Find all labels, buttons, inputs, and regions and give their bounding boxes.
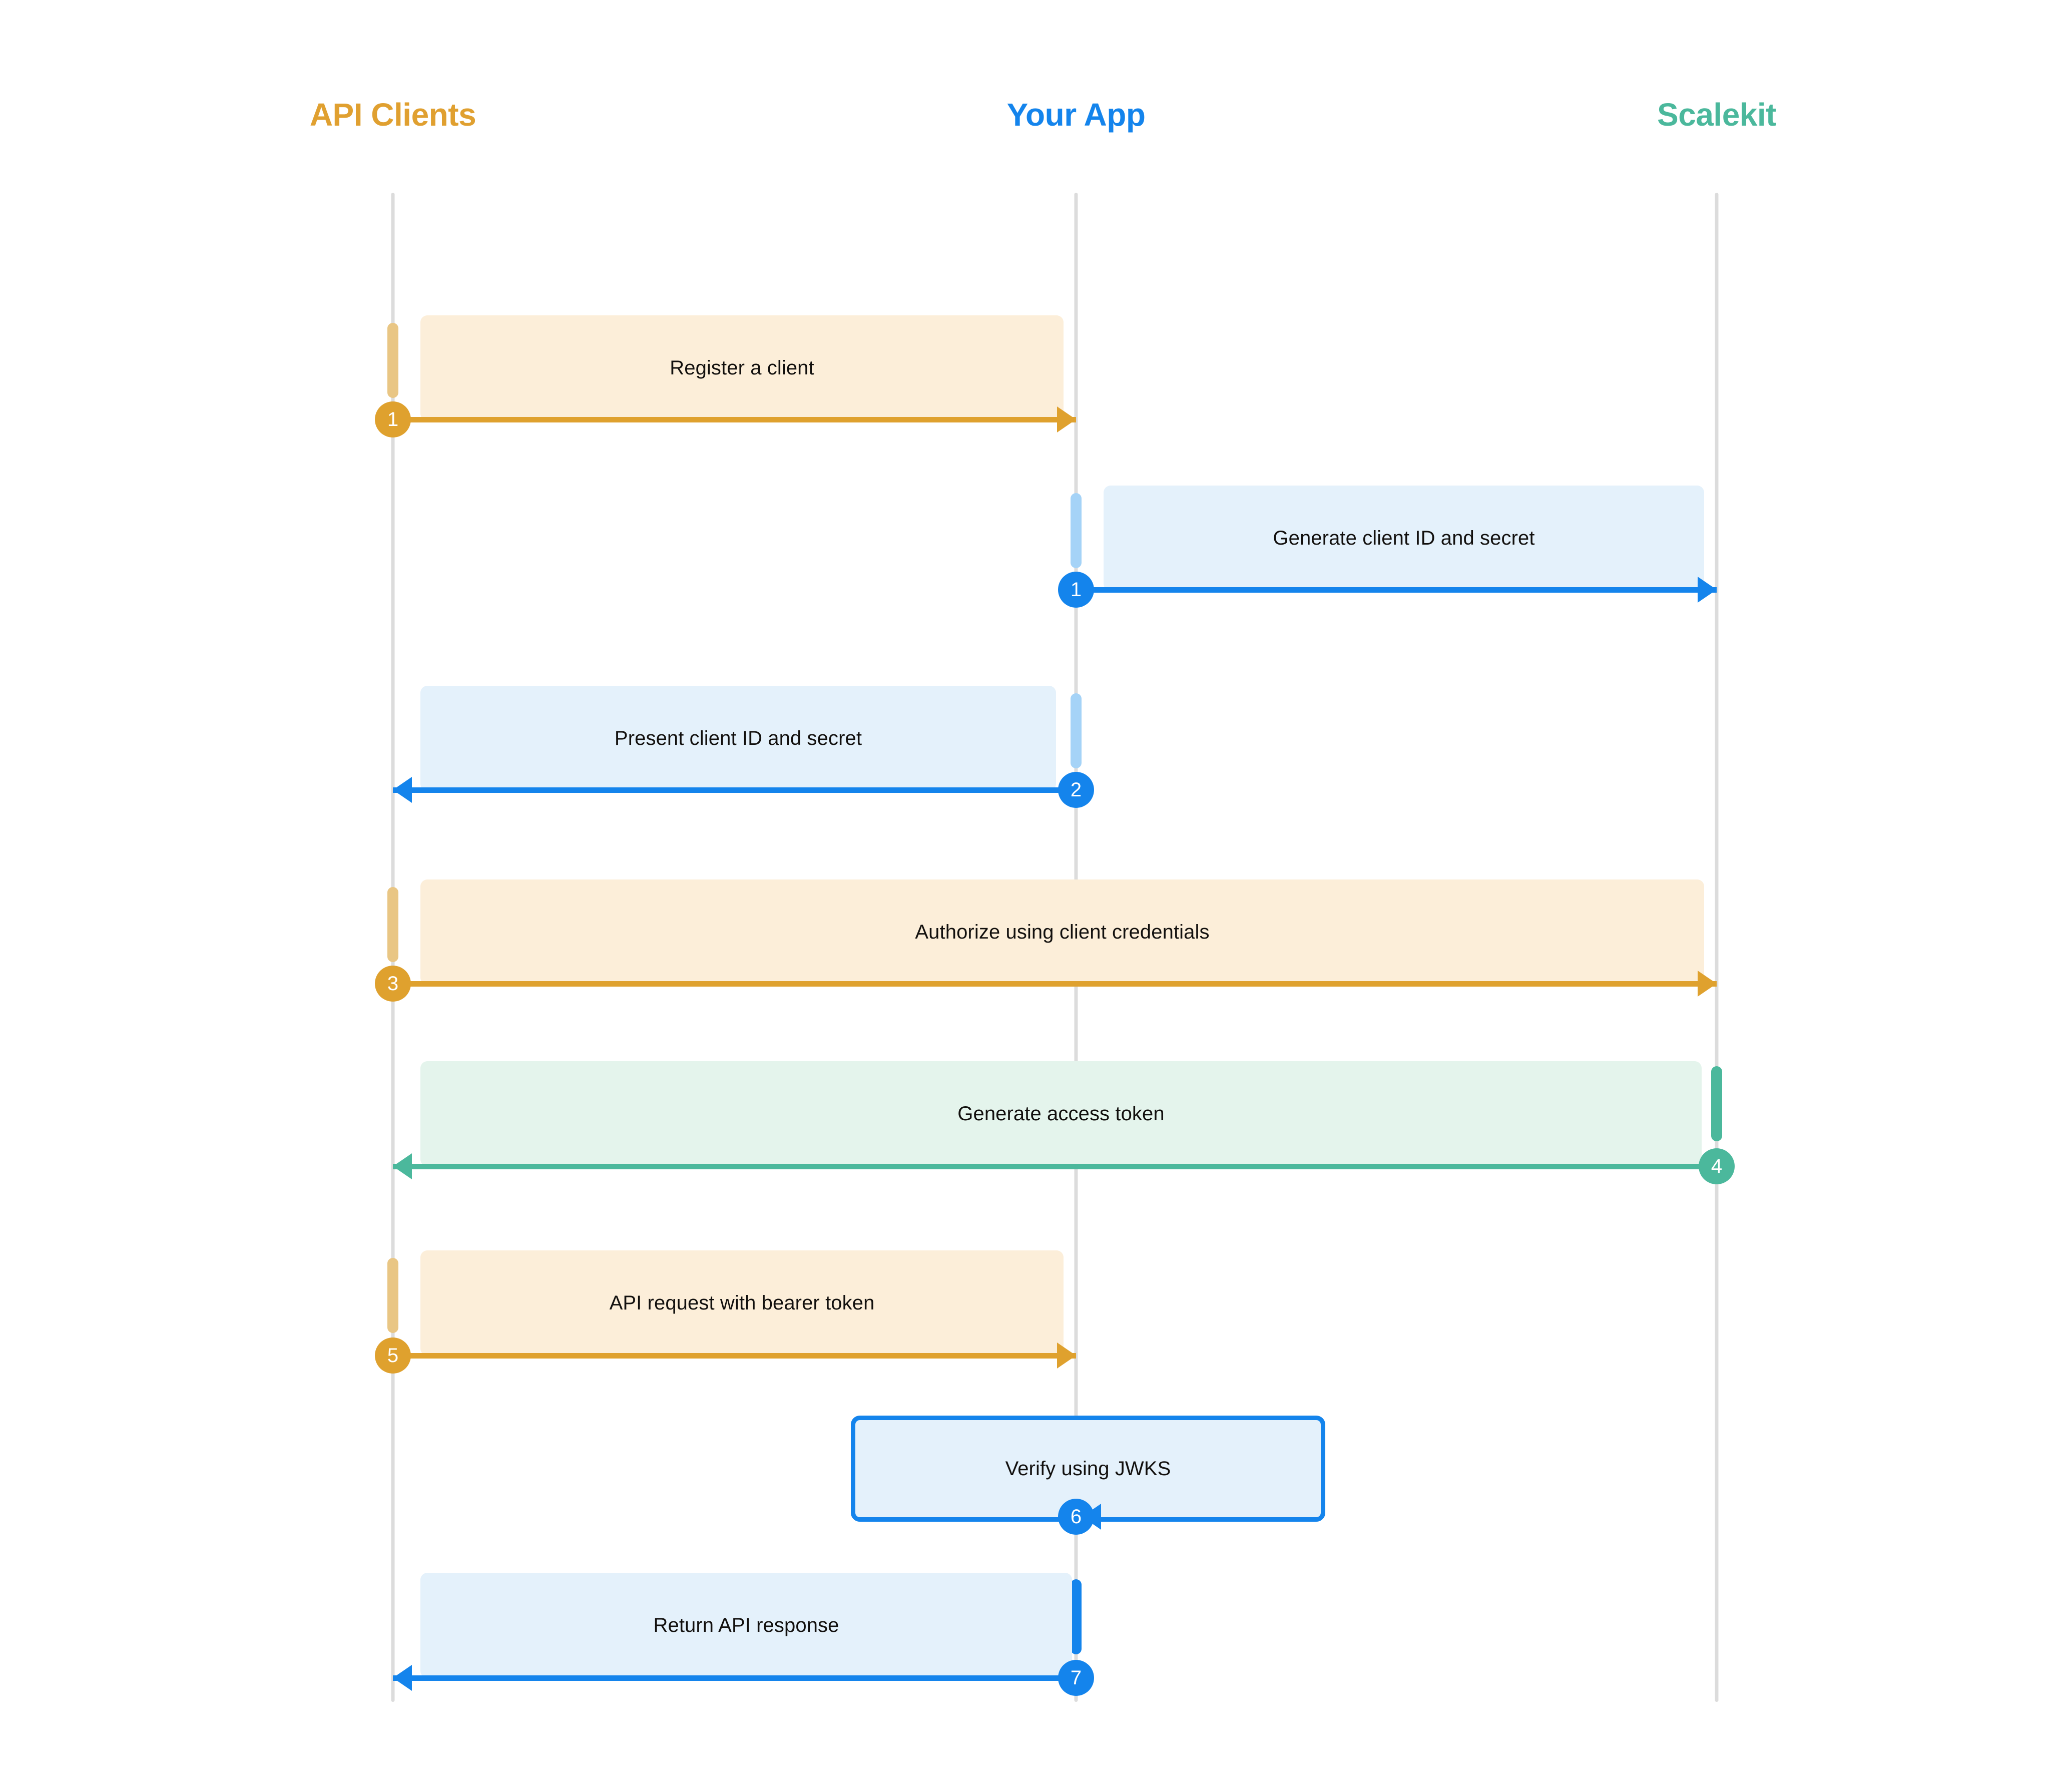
lifeline-scalekit [1715,193,1719,1702]
actor-header-api-clients: API Clients [309,97,476,133]
message-arrow-step-8 [393,1675,1076,1681]
message-box-step-1: Register a client [420,315,1064,420]
message-label-step-4: Authorize using client credentials [915,921,1210,943]
step-badge-1-row-1[interactable]: 1 [375,401,411,437]
message-arrowhead-step-6 [1057,1343,1076,1369]
message-arrowhead-step-3 [393,777,412,803]
activation-bar-step-6 [387,1258,398,1333]
message-box-step-8: Return API response [420,1573,1072,1678]
activation-bar-step-3 [1071,693,1082,768]
message-box-step-2: Generate client ID and secret [1104,486,1704,591]
message-box-step-3: Present client ID and secret [420,686,1056,791]
message-arrowhead-step-5 [393,1153,412,1179]
step-badge-3-row-4[interactable]: 3 [375,966,411,1002]
message-arrow-step-3 [393,787,1076,793]
message-box-step-5: Generate access token [420,1061,1702,1166]
activation-bar-step-5 [1711,1066,1722,1141]
step-badge-5-row-6[interactable]: 5 [375,1337,411,1374]
message-label-step-2: Generate client ID and secret [1273,527,1535,549]
message-arrow-step-1 [393,417,1076,422]
message-label-step-7: Verify using JWKS [1005,1458,1171,1480]
message-arrowhead-step-4 [1698,971,1717,997]
message-arrowhead-step-2 [1698,577,1717,603]
message-label-step-5: Generate access token [957,1103,1165,1125]
step-badge-1-row-2[interactable]: 1 [1058,572,1094,608]
step-badge-4-row-5[interactable]: 4 [1699,1148,1735,1184]
message-label-step-1: Register a client [670,357,814,379]
step-badge-2-row-3[interactable]: 2 [1058,772,1094,808]
activation-bar-step-1 [387,323,398,398]
message-arrow-step-6 [393,1353,1076,1359]
message-arrowhead-step-8 [393,1665,412,1691]
step-badge-6-row-7[interactable]: 6 [1058,1499,1094,1535]
message-box-step-6: API request with bearer token [420,1250,1064,1356]
message-box-step-4: Authorize using client credentials [420,879,1704,985]
actor-header-your-app: Your App [1006,97,1146,133]
message-label-step-3: Present client ID and secret [614,727,862,749]
message-label-step-6: API request with bearer token [609,1292,875,1314]
activation-bar-step-8 [1071,1579,1082,1654]
step-badge-7-row-8[interactable]: 7 [1058,1660,1094,1696]
actor-header-scalekit: Scalekit [1657,97,1776,133]
message-arrow-step-5 [393,1164,1717,1169]
activation-bar-step-4 [387,887,398,962]
activation-bar-step-2 [1071,493,1082,568]
message-arrow-step-4 [393,981,1717,987]
message-arrowhead-step-1 [1057,406,1076,432]
message-label-step-8: Return API response [653,1614,839,1636]
message-arrow-step-2 [1076,587,1717,593]
